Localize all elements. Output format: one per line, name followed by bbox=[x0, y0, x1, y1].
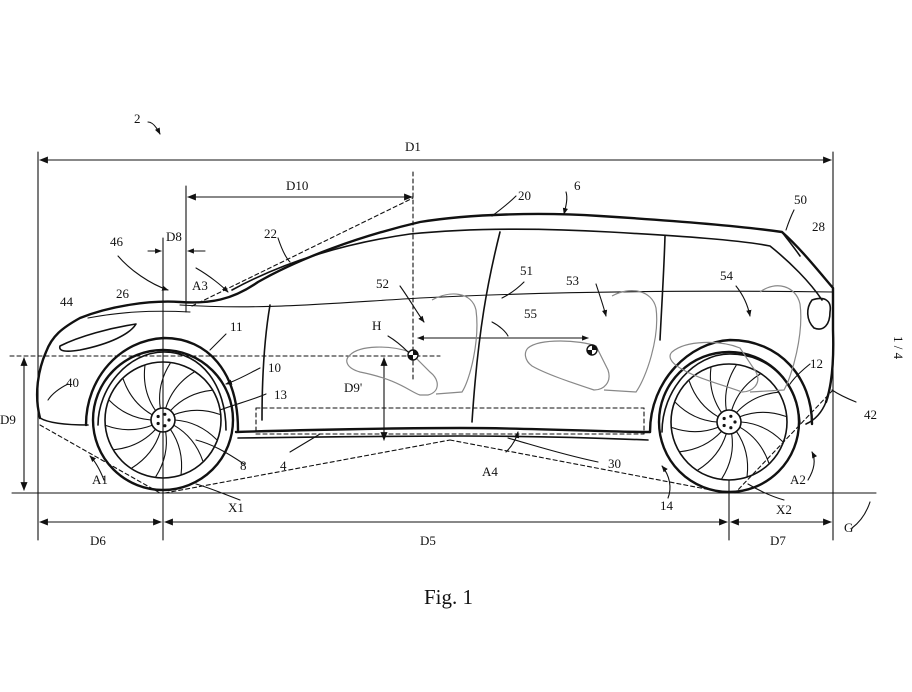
label-d9p: D9' bbox=[344, 380, 362, 395]
numeral-6: 6 bbox=[574, 178, 581, 193]
numeral-28: 28 bbox=[812, 219, 825, 234]
wheel-spoke bbox=[108, 399, 152, 421]
wheel-spoke bbox=[165, 371, 195, 409]
numeral-52: 52 bbox=[376, 276, 389, 291]
numeral-44: 44 bbox=[60, 294, 74, 309]
dimension-lines bbox=[9, 151, 877, 541]
numeral-22: 22 bbox=[264, 226, 277, 241]
lug-nut bbox=[733, 420, 737, 424]
wheel-spoke bbox=[740, 421, 784, 443]
numeral-55: 55 bbox=[524, 306, 537, 321]
lug-nut bbox=[156, 414, 160, 419]
lug-nut bbox=[163, 424, 167, 428]
lug-nut bbox=[722, 416, 726, 421]
lug-nut bbox=[729, 414, 733, 418]
numeral-4: 4 bbox=[280, 458, 287, 473]
wheel-spoke bbox=[159, 362, 171, 409]
label-a1: A1 bbox=[92, 472, 108, 487]
wheel-spoke bbox=[688, 380, 719, 418]
label-d9: D9 bbox=[0, 412, 16, 427]
label-a4: A4 bbox=[482, 464, 498, 479]
lug-nut bbox=[722, 423, 726, 428]
lug-nut bbox=[156, 421, 160, 426]
wheel-spoke bbox=[173, 424, 204, 462]
leader-lines bbox=[47, 121, 871, 529]
numeral-54: 54 bbox=[720, 268, 734, 283]
numeral-12: 12 bbox=[810, 356, 823, 371]
numeral-10: 10 bbox=[268, 360, 281, 375]
label-a3: A3 bbox=[192, 278, 208, 293]
numeral-14: 14 bbox=[660, 498, 674, 513]
wheel-spoke bbox=[735, 430, 749, 477]
lug-nut bbox=[163, 412, 167, 416]
wheel-spoke bbox=[169, 389, 213, 412]
numeral-8: 8 bbox=[240, 458, 247, 473]
numeral-13: 13 bbox=[274, 387, 287, 402]
wheel-spoke bbox=[739, 411, 787, 418]
wheel-spoke bbox=[131, 431, 161, 469]
label-d6: D6 bbox=[90, 533, 106, 548]
wheel-spoke bbox=[169, 428, 183, 475]
numeral-46: 46 bbox=[110, 234, 124, 249]
label-d5: D5 bbox=[420, 533, 436, 548]
numeral-2: 2 bbox=[134, 111, 141, 126]
label-x1: X1 bbox=[228, 500, 244, 515]
numeral-26: 26 bbox=[116, 286, 130, 301]
wheel-spoke bbox=[143, 365, 157, 412]
label-d7: D7 bbox=[770, 533, 786, 548]
label-g: G bbox=[844, 520, 853, 535]
vehicle-body bbox=[35, 212, 835, 441]
numeral-51: 51 bbox=[520, 263, 533, 278]
wheel-spoke bbox=[671, 426, 719, 433]
lug-nut bbox=[729, 426, 733, 430]
wheel-spoke bbox=[731, 373, 761, 411]
lug-nut bbox=[167, 418, 171, 422]
front-wheel bbox=[84, 336, 240, 492]
numeral-50: 50 bbox=[794, 192, 807, 207]
wheel-spoke bbox=[122, 378, 153, 416]
wheel-spoke bbox=[105, 424, 153, 431]
label-a2: A2 bbox=[790, 472, 806, 487]
label-x2: X2 bbox=[776, 502, 792, 517]
wheel-spoke bbox=[174, 419, 218, 441]
sheet-number: 1 / 4 bbox=[891, 336, 906, 360]
wheel-spoke bbox=[709, 367, 723, 414]
label-h: H bbox=[372, 318, 381, 333]
label-d10: D10 bbox=[286, 178, 308, 193]
label-d1: D1 bbox=[405, 139, 421, 154]
wheel-spoke bbox=[674, 401, 718, 423]
hip-points bbox=[407, 344, 598, 361]
numeral-53: 53 bbox=[566, 273, 579, 288]
wheel-spoke bbox=[173, 409, 221, 416]
numeral-42: 42 bbox=[864, 407, 877, 422]
wheel-spoke bbox=[697, 433, 727, 471]
wheel-spoke bbox=[155, 431, 167, 478]
wheel-spoke bbox=[739, 426, 770, 464]
wheel-spoke bbox=[721, 433, 733, 480]
label-d8: D8 bbox=[166, 229, 182, 244]
seats bbox=[346, 285, 802, 396]
numeral-40: 40 bbox=[66, 375, 79, 390]
wheel-spoke bbox=[679, 430, 723, 453]
figure-caption: Fig. 1 bbox=[424, 585, 473, 609]
numeral-20: 20 bbox=[518, 188, 531, 203]
rear-wheel bbox=[648, 338, 814, 494]
numeral-11: 11 bbox=[230, 319, 243, 334]
numeral-30: 30 bbox=[608, 456, 621, 471]
labels: 2 D1 6 D10 20 50 28 D8 22 46 52 51 53 54… bbox=[0, 111, 906, 609]
wheel-spoke bbox=[735, 391, 779, 414]
wheel-spoke bbox=[113, 428, 157, 451]
